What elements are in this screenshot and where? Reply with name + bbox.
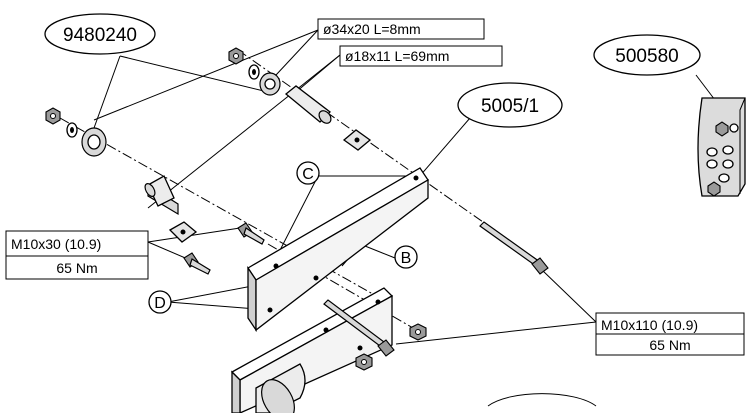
spacer-ring-large-left xyxy=(81,127,107,157)
pad-top xyxy=(342,129,372,151)
mounting-plate xyxy=(247,167,429,333)
kit-card xyxy=(697,97,746,197)
bolt-long-lower xyxy=(323,299,395,357)
spacer-ring-large-top xyxy=(259,72,281,96)
callout-9480240: 9480240 xyxy=(44,13,156,55)
marker-c: C xyxy=(296,161,320,185)
callout-5005-1-text: 5005/1 xyxy=(481,96,539,117)
marker-b-text: B xyxy=(401,250,412,267)
marker-c-text: C xyxy=(302,166,314,183)
marker-d: D xyxy=(148,290,172,314)
spec-spacer-large: ø34x20 L=8mm xyxy=(317,18,485,40)
spec-bolt-long-size: M10x110 (10.9) xyxy=(601,317,698,333)
spec-bolt-long: M10x110 (10.9) 65 Nm xyxy=(595,312,745,356)
callout-500580: 500580 xyxy=(593,34,701,76)
spacer-tube-left xyxy=(144,175,179,216)
callout-5005-1: 5005/1 xyxy=(457,82,563,128)
washer-small-top xyxy=(248,64,260,80)
spec-bolt-long-torque: 65 Nm xyxy=(649,337,690,353)
tube-section xyxy=(255,363,306,418)
spec-spacer-small: ø18x11 L=69mm xyxy=(339,45,503,67)
washer-small-left xyxy=(66,122,78,138)
spec-spacer-small-text: ø18x11 L=69mm xyxy=(345,48,449,64)
spec-spacer-large-text: ø34x20 L=8mm xyxy=(323,21,421,37)
spacer-tube-top xyxy=(284,85,332,124)
bolt-short-upper xyxy=(237,222,265,245)
callout-9480240-text: 9480240 xyxy=(63,25,137,46)
marker-d-text: D xyxy=(154,295,166,312)
spec-bolt-short: M10x30 (10.9) 65 Nm xyxy=(5,230,149,280)
nut-top xyxy=(228,47,244,65)
bolt-long-right xyxy=(479,221,549,275)
nut-left xyxy=(45,107,61,125)
marker-b: B xyxy=(394,245,418,269)
pad-left xyxy=(168,221,198,243)
nut-bracket-right xyxy=(409,323,427,341)
partial-callout-ellipse xyxy=(487,393,597,407)
bolt-short-lower xyxy=(183,252,211,275)
spec-bolt-short-size: M10x30 (10.9) xyxy=(11,236,101,252)
callout-500580-text: 500580 xyxy=(615,46,678,67)
spec-bolt-short-torque: 65 Nm xyxy=(56,260,97,276)
nut-bracket-bottom xyxy=(355,353,373,371)
